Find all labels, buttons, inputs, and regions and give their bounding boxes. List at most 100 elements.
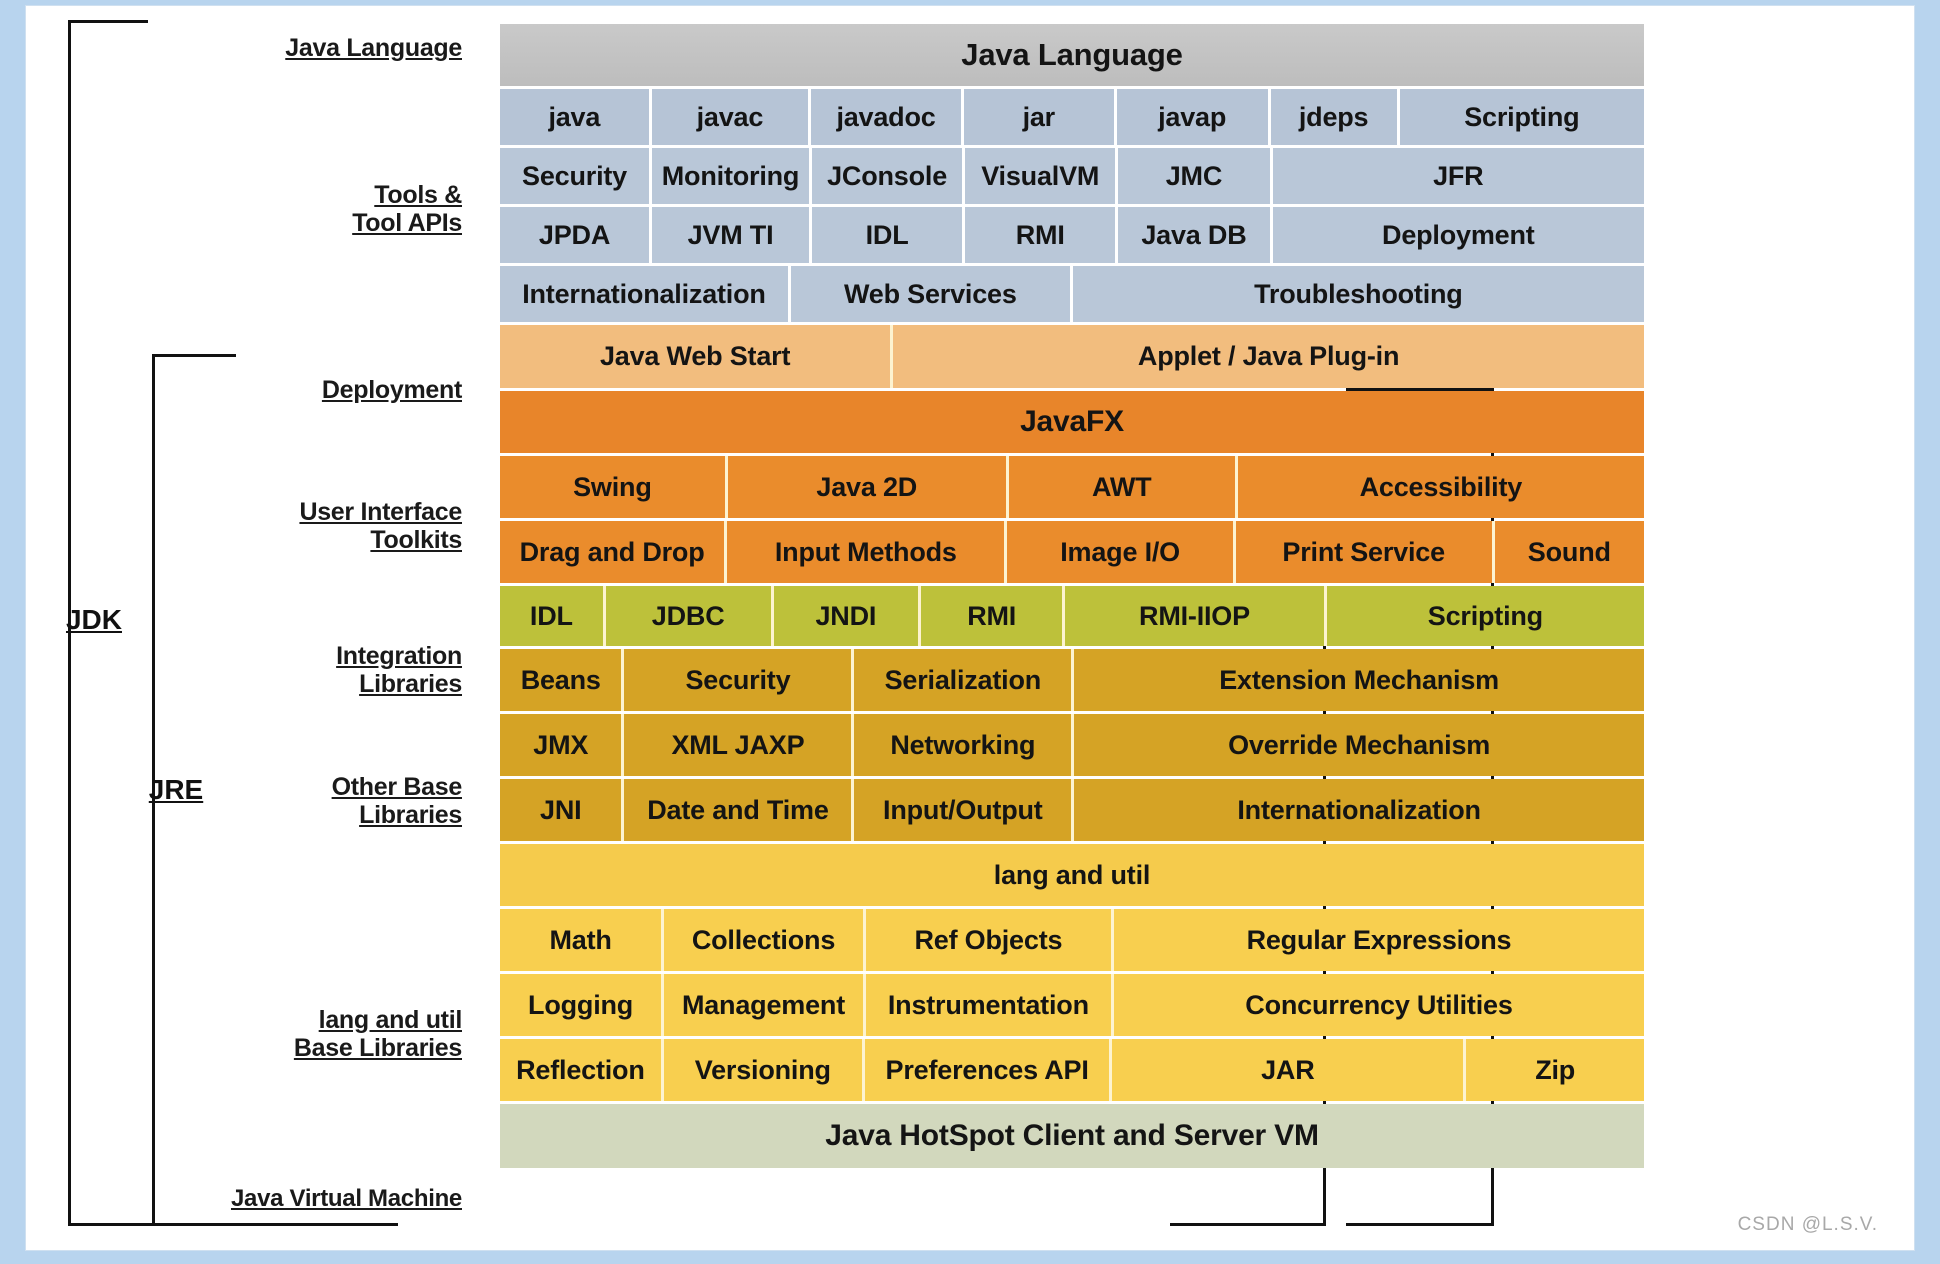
side-label-tools-line1: Tools & [374,181,462,209]
stack-cell: Reflection [500,1039,664,1101]
stack-cell: Extension Mechanism [1074,649,1644,711]
side-label-jvm-line1: Java Virtual Machine [230,1185,462,1212]
stack-cell: Management [664,974,866,1036]
stack-cell: Deployment [1272,207,1644,263]
stack-cell: Print Service [1235,521,1495,583]
side-label-ui-toolkits-line2: Toolkits [370,526,462,554]
stack-cell: Preferences API [864,1039,1113,1101]
stack-cell: JNDI [773,586,922,646]
stack-cell: Java DB [1118,207,1273,263]
jdk-bracket-label: JDK [44,604,144,635]
stack-cell: Collections [664,909,866,971]
jdk-bracket-left [68,20,71,1226]
row-javafx: JavaFX [500,391,1644,453]
jdk-label-text: JDK [65,604,122,635]
stack-cell: Ref Objects [865,909,1114,971]
stack-cell: JPDA [500,207,653,263]
stack-cell: JVM TI [652,207,812,263]
side-label-tools-line2: Tool APIs [352,209,462,237]
row-lang-and-util: lang and util [500,844,1644,906]
compact-profiles-bracket-right [1323,586,1326,1226]
side-label-deployment-line1: Deployment [321,376,462,404]
stack-cell: java [500,89,652,145]
row-java-language: Java Language [500,24,1644,86]
jdk-bracket-bottom [68,1223,398,1226]
stack-cell: javac [651,89,812,145]
stack-cell: RMI-IIOP [1065,586,1327,646]
stack-cell: Java Web Start [500,325,894,388]
side-label-jvm: Java Virtual Machine [144,1185,462,1213]
side-label-java-language: Java Language [174,34,462,62]
side-label-ui-toolkits: User Interface Toolkits [174,498,462,554]
side-label-integration-line2: Libraries [359,670,462,698]
side-label-lang-util-base: lang and util Base Libraries [174,1006,462,1062]
jre-label-text: JRE [148,774,204,805]
row-jvm: Java HotSpot Client and Server VM [500,1104,1644,1168]
stack-cell: Security [624,649,855,711]
stack-cell: JConsole [811,148,966,204]
stack-cell: Monitoring [652,148,812,204]
stack-cell: Image I/O [1007,521,1236,583]
stack-cell: JFR [1272,148,1644,204]
stack-cell: Regular Expressions [1113,909,1644,971]
diagram-canvas: JDK JRE Compact Profiles Java SE API Jav… [26,6,1914,1250]
stack-cell: IDL [811,207,966,263]
stack-cell: Input Methods [727,521,1008,583]
stack-cell: Override Mechanism [1074,714,1644,776]
stack-cell: Math [500,909,665,971]
stack-cell: Versioning [663,1039,865,1101]
stack-cell: lang and util [500,844,1644,906]
stack-cell: Networking [854,714,1075,776]
java-se-api-bracket-top [1346,388,1494,391]
side-label-lang-util-base-line1: lang and util [318,1006,463,1034]
stack-cell: JMC [1118,148,1273,204]
stack-cell: Accessibility [1237,456,1644,518]
side-label-integration: Integration Libraries [174,642,462,698]
stack-cell: Zip [1466,1039,1644,1101]
stack-cell: Security [500,148,653,204]
stack-cell: Logging [500,974,665,1036]
stack-cell: VisualVM [965,148,1119,204]
jre-bracket-left [152,354,155,1226]
watermark: CSDN @L.S.V. [1737,1214,1878,1235]
side-label-ui-toolkits-line1: User Interface [299,498,462,526]
stack-cell: JavaFX [500,391,1644,453]
side-label-deployment: Deployment [174,376,462,404]
stack-cell: javap [1116,89,1271,145]
stack-cell: Date and Time [624,779,855,841]
stack-cell: Java 2D [727,456,1009,518]
jre-bracket-top [152,354,236,357]
stack-cell: AWT [1008,456,1238,518]
stack-cell: JDBC [605,586,774,646]
stack-cell: Troubleshooting [1072,266,1644,322]
stack-cell: Internationalization [1074,779,1644,841]
stack-cell: JMX [500,714,625,776]
stack-cell: Java Language [500,24,1644,86]
stack-cell: Sound [1494,521,1644,583]
stack-cell: JAR [1112,1039,1467,1101]
side-label-java-language-line1: Java Language [285,34,462,62]
stack-cell: Scripting [1326,586,1644,646]
stack-cell: javadoc [811,89,964,145]
stack-cell: Scripting [1399,89,1645,145]
stack-cell: Input/Output [854,779,1075,841]
stack-cell: IDL [500,586,606,646]
side-label-other-base-line1: Other Base [331,773,463,801]
stack-cell: RMI [965,207,1119,263]
stack-cell: Serialization [854,649,1075,711]
stack-cell: jar [963,89,1117,145]
side-label-other-base: Other Base Libraries [174,773,463,829]
side-label-tools: Tools & Tool APIs [174,181,462,237]
